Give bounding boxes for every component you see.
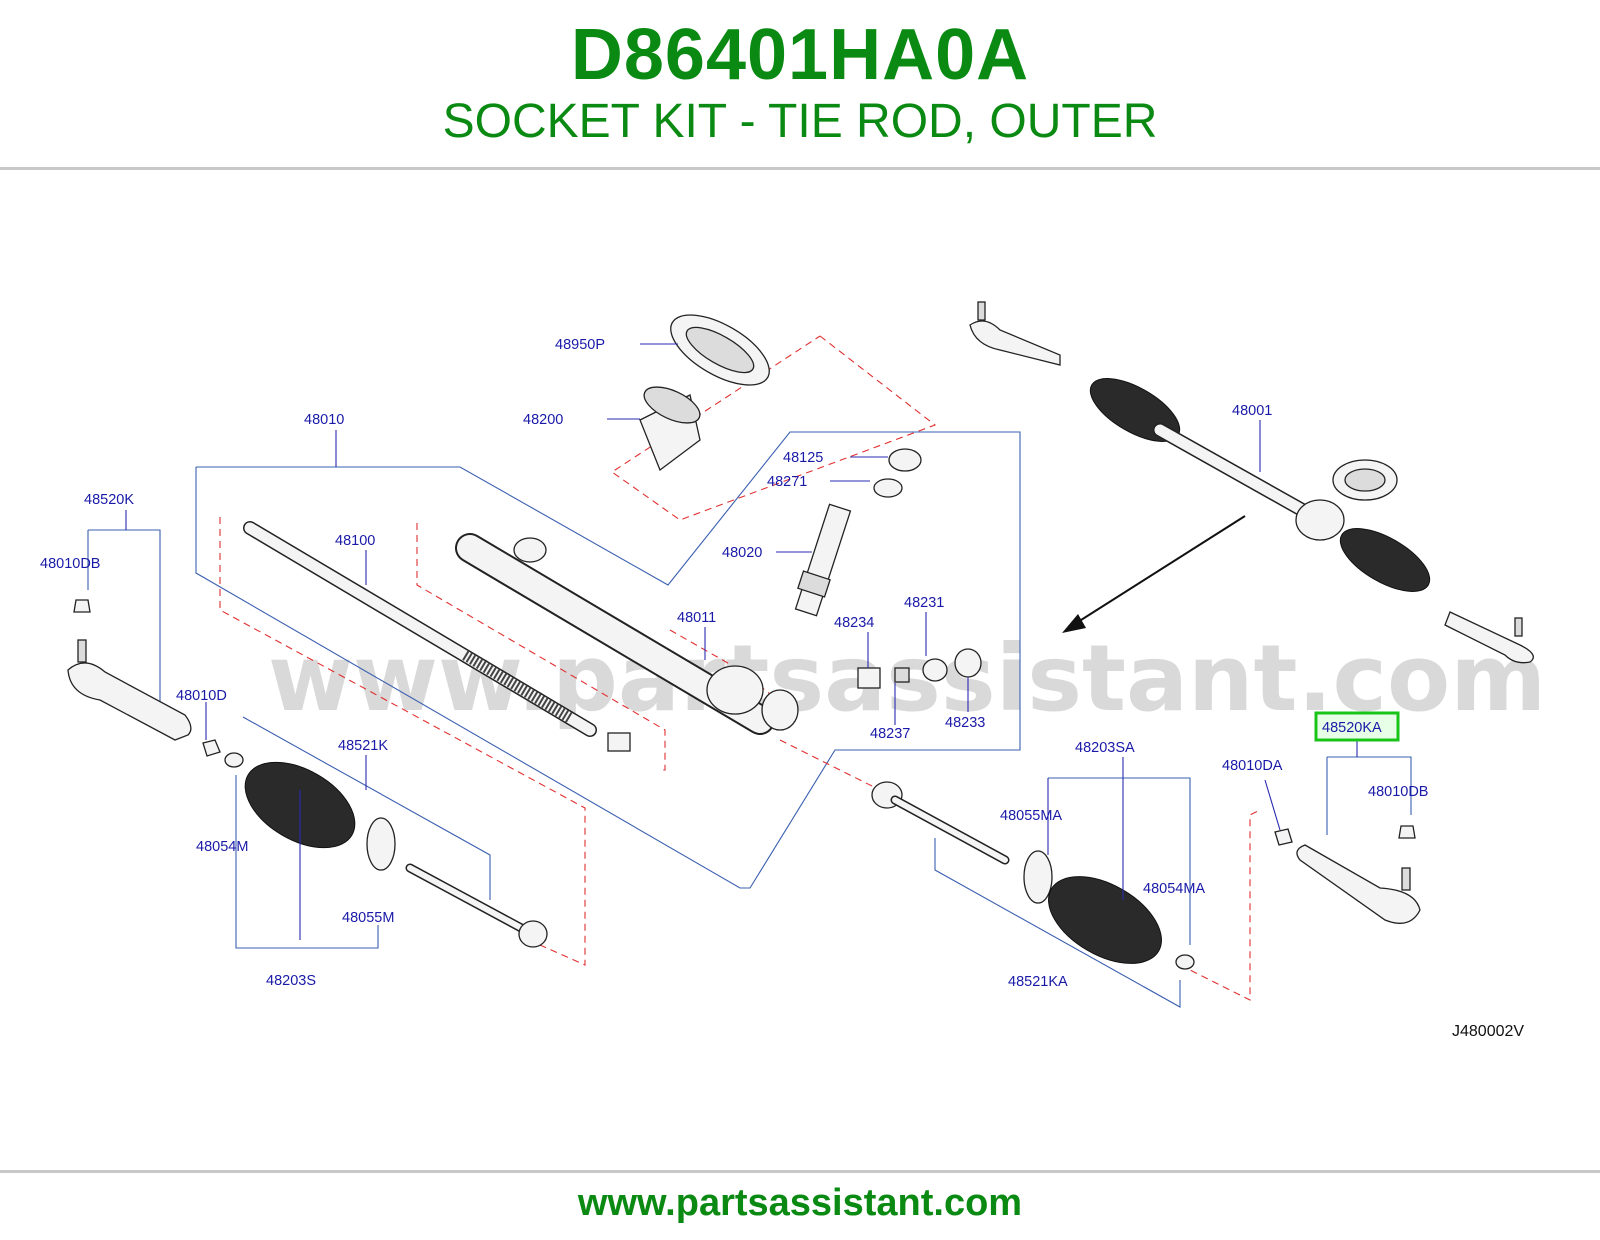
group-outline-48203SA: [1048, 777, 1191, 945]
inner-socket-right-48521KA: [871, 781, 1010, 865]
dashed-line: [779, 739, 881, 791]
group-outline-48203S: [235, 775, 379, 949]
callout-48055MA[interactable]: 48055MA: [1000, 808, 1062, 824]
footer-divider: [0, 1170, 1600, 1173]
callout-48521KA[interactable]: 48521KA: [1008, 974, 1068, 990]
group-outline-48521KA: [934, 838, 1181, 1008]
direction-arrow-icon: [1062, 515, 1246, 633]
lock-nut-48233: [954, 648, 982, 678]
steering-rack-diagram-svg: www.partsassistant.com: [40, 301, 1546, 1040]
band-48055MA: [1023, 850, 1053, 904]
exploded-parts-diagram: www.partsassistant.com: [0, 270, 1600, 1070]
tie-rod-end-right-48520KA: [1296, 844, 1421, 924]
group-outline-48520K: [88, 529, 161, 717]
header-divider: [0, 167, 1600, 170]
callout-48200[interactable]: 48200: [523, 412, 563, 428]
group-outline-48520KA: [1327, 756, 1412, 815]
rack-48100: [243, 521, 597, 737]
dashed-outline-housing: [416, 523, 666, 771]
callout-48001[interactable]: 48001: [1232, 403, 1272, 419]
diagram-reference-code: J480002V: [1452, 1023, 1524, 1040]
leader-line: [1264, 779, 1281, 831]
group-outline-48010: [195, 431, 1021, 889]
callout-48521K[interactable]: 48521K: [338, 738, 388, 754]
callout-48010DA[interactable]: 48010DA: [1222, 758, 1283, 774]
oil-seal-48125: [888, 448, 922, 472]
group-outline-48521K: [242, 716, 491, 900]
callout-48010DB-left[interactable]: 48010DB: [40, 556, 100, 572]
dashed-outline-pinion: [611, 335, 937, 521]
gear-housing-48011: [455, 533, 799, 735]
nut-48010DA: [1274, 828, 1293, 846]
callout-48237[interactable]: 48237: [870, 726, 910, 742]
snap-ring-48271: [873, 478, 903, 498]
callout-48520KA[interactable]: 48520KA: [1322, 720, 1382, 736]
spring-48237: [894, 667, 910, 683]
assembled-rack-48001: [969, 301, 1534, 664]
callout-48010DB-right[interactable]: 48010DB: [1368, 784, 1428, 800]
callout-48125[interactable]: 48125: [783, 450, 823, 466]
callout-48055M[interactable]: 48055M: [342, 910, 394, 926]
callout-48100[interactable]: 48100: [335, 533, 375, 549]
plug-48234: [857, 667, 881, 689]
band-48055M: [366, 817, 396, 871]
callout-48010[interactable]: 48010: [304, 412, 344, 428]
callout-48234[interactable]: 48234: [834, 615, 874, 631]
page-header: D86401HA0A SOCKET KIT - TIE ROD, OUTER: [0, 0, 1600, 168]
grommet-48950P: [670, 314, 770, 386]
boot-48203SA: [1048, 876, 1162, 964]
callout-48011[interactable]: 48011: [677, 610, 716, 626]
nut-48010D: [202, 739, 221, 757]
tie-rod-end-left-48520K: [67, 599, 192, 741]
callout-48054M[interactable]: 48054M: [196, 839, 248, 855]
nut-48010DB-right: [1398, 825, 1416, 839]
pinion-shaft-48020: [794, 503, 852, 617]
column-boot-48200: [639, 386, 701, 472]
callout-48203SA[interactable]: 48203SA: [1075, 740, 1135, 756]
retainer-48231: [922, 658, 948, 682]
callout-48203S[interactable]: 48203S: [266, 973, 316, 989]
callout-48020[interactable]: 48020: [722, 545, 762, 561]
callout-48054MA[interactable]: 48054MA: [1143, 881, 1205, 897]
part-name-subtitle: SOCKET KIT - TIE ROD, OUTER: [442, 95, 1158, 148]
footer-website-link[interactable]: www.partsassistant.com: [577, 1182, 1023, 1224]
inner-socket-left-48521K: [405, 863, 548, 948]
dashed-outline-rack: [219, 517, 586, 966]
callout-48233[interactable]: 48233: [945, 715, 985, 731]
bushing: [607, 732, 631, 752]
clip-48054M: [224, 752, 244, 768]
clip-48054MA: [1175, 954, 1195, 970]
part-number-title: D86401HA0A: [570, 15, 1030, 95]
callout-48520K[interactable]: 48520K: [84, 492, 134, 508]
callout-48231[interactable]: 48231: [904, 595, 944, 611]
highlight-box-48520KA[interactable]: [1314, 711, 1400, 742]
callout-48271[interactable]: 48271: [767, 474, 807, 490]
dashed-outline-right-end: [1179, 809, 1261, 1001]
callout-48010D[interactable]: 48010D: [176, 688, 227, 704]
callout-48950P[interactable]: 48950P: [555, 337, 605, 353]
